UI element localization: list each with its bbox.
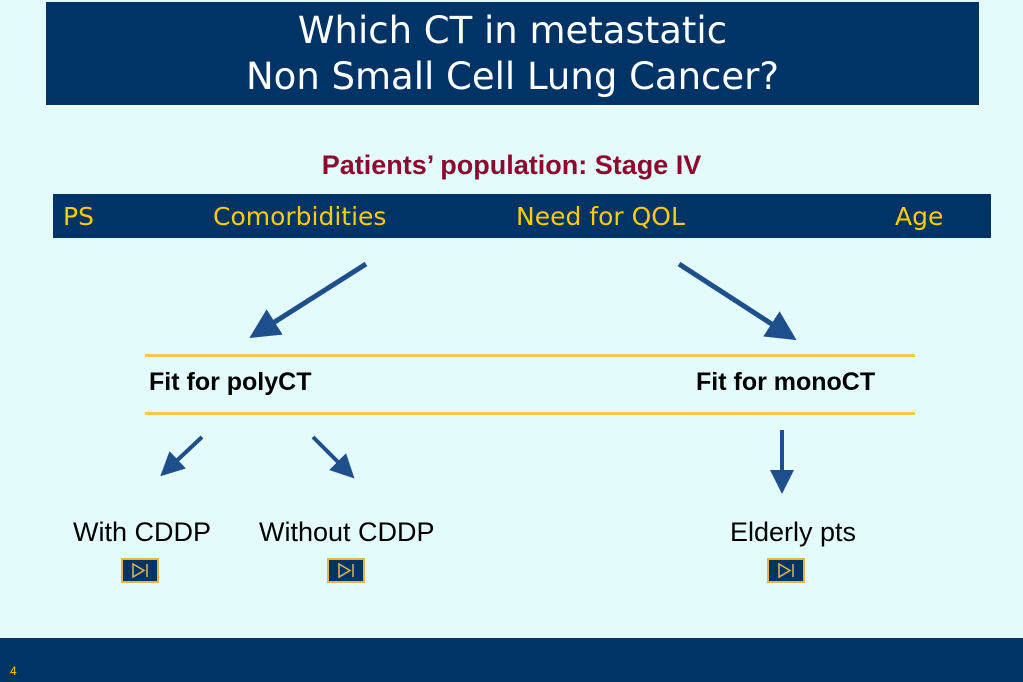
factor-comorbidities: Comorbidities [213,202,387,231]
factor-ps: PS [63,202,94,231]
option-with-cddp: With CDDP [73,517,212,547]
factor-age: Age [895,202,944,231]
population-subtitle: Patients’ population: Stage IV [321,150,702,180]
bottom-rule [145,412,915,415]
nav-button-elderly[interactable] [767,558,805,583]
slide-title: Which CT in metastatic Non Small Cell Lu… [46,2,979,107]
fit-polyct-label: Fit for polyCT [149,368,312,396]
play-next-icon [132,562,148,579]
arrow-to-monoct [677,261,797,341]
slide-number: 4 [10,664,17,678]
arrow-to-polyct [249,261,368,339]
arrow-to-with-cddp [160,435,204,477]
fit-monoct-label: Fit for monoCT [696,368,876,396]
factor-bar: PS Comorbidities Need for QOL Age [53,194,991,238]
footer-bar: 4 [0,638,1023,682]
nav-button-with-cddp[interactable] [121,558,159,583]
title-line-1: Which CT in metastatic [297,8,728,52]
arrow-to-without-cddp [311,435,355,479]
nav-button-without-cddp[interactable] [327,558,365,583]
option-elderly: Elderly pts [730,517,857,547]
option-without-cddp: Without CDDP [259,517,435,547]
play-next-icon [778,562,794,579]
play-next-icon [338,562,354,579]
top-rule [145,354,915,357]
factor-qol: Need for QOL [516,202,685,231]
title-line-2: Non Small Cell Lung Cancer? [246,54,779,98]
